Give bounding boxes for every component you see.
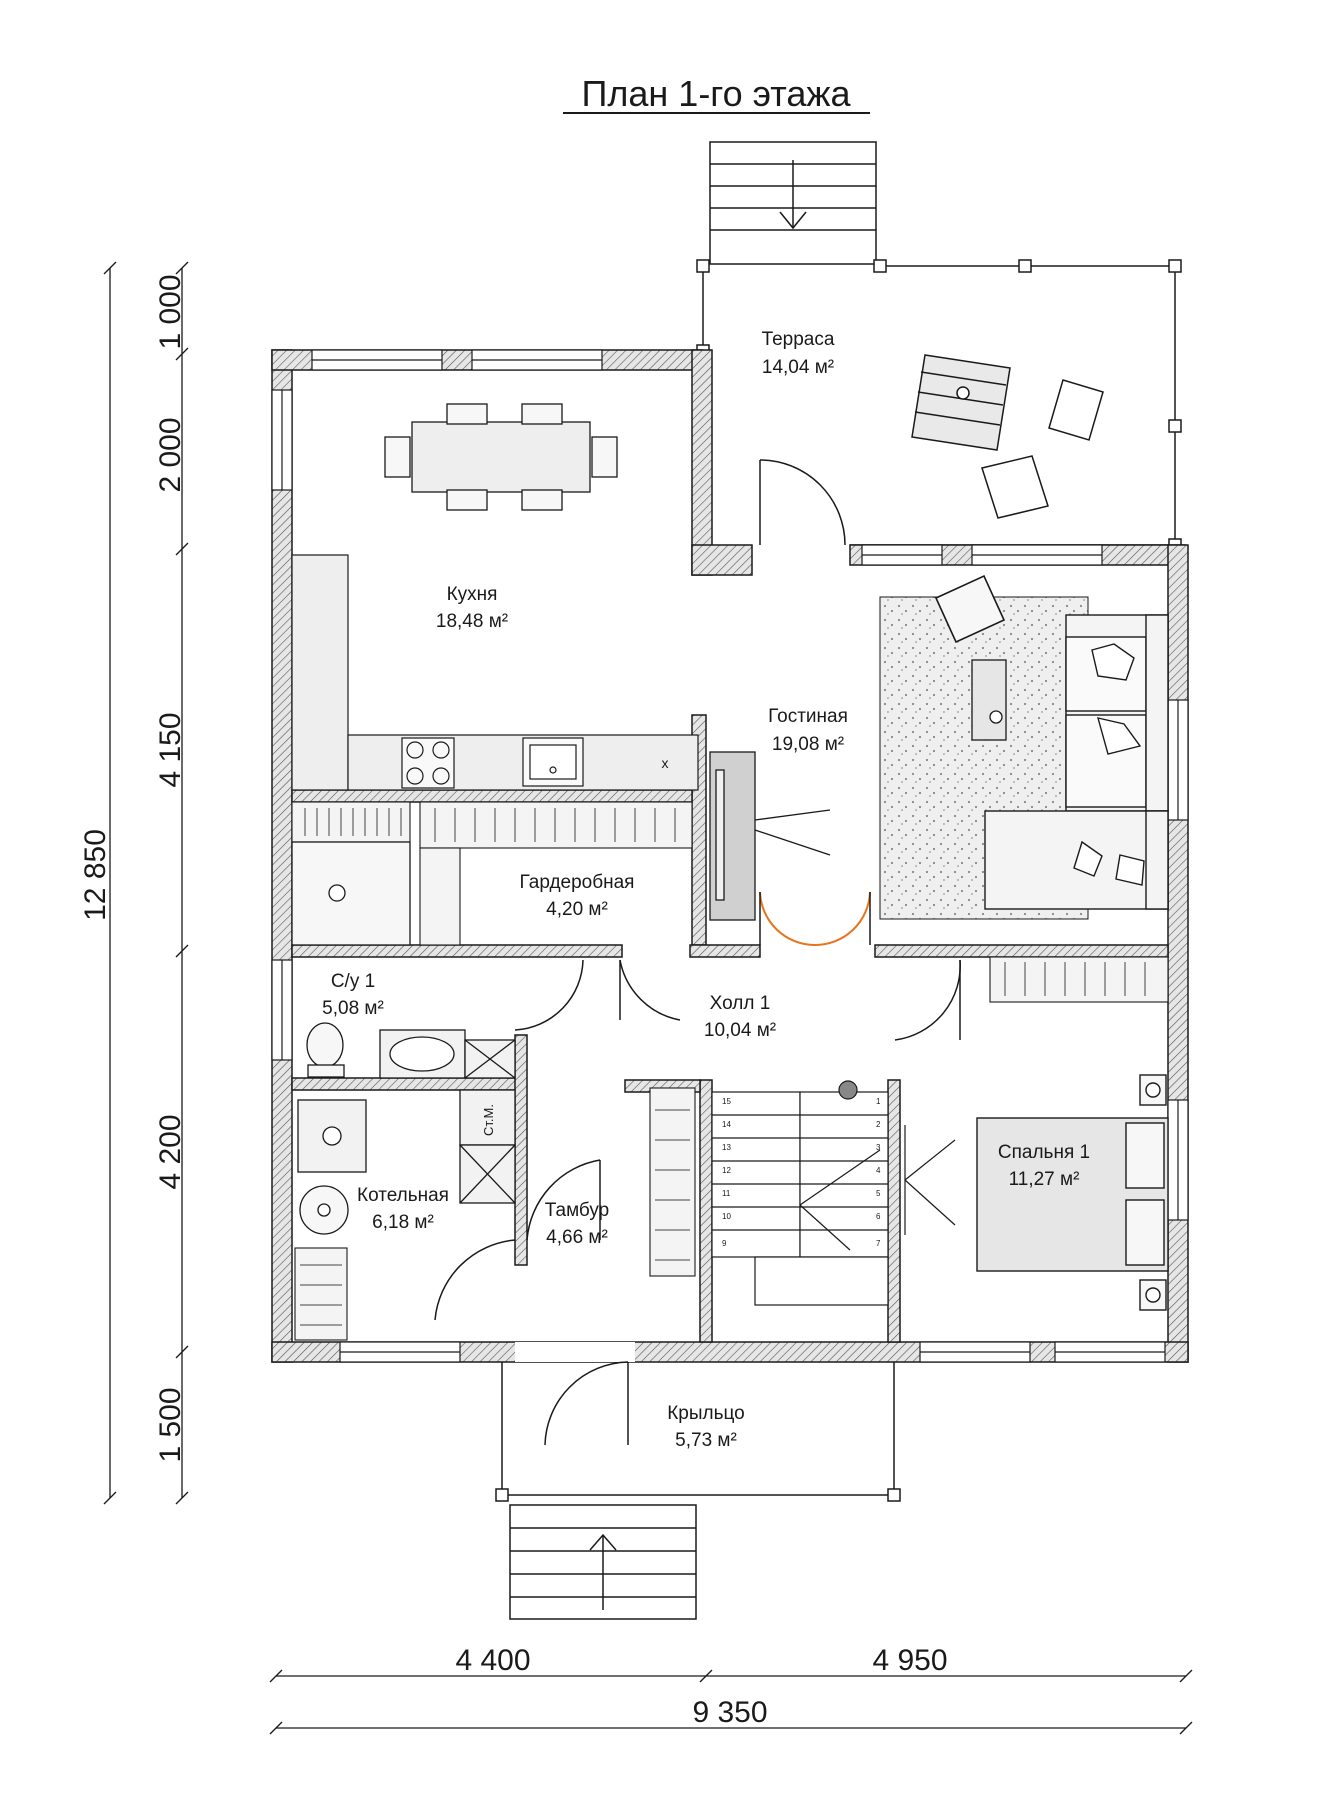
bathroom-fixtures [291, 841, 516, 1079]
room-wc-name: С/у 1 [331, 971, 375, 992]
dim-left-5: 1 500 [154, 1387, 187, 1462]
room-wc-area: 5,08 м² [322, 998, 384, 1019]
hanger-lines [300, 808, 1146, 1326]
room-porch-area: 5,73 м² [675, 1430, 737, 1451]
svg-text:7: 7 [876, 1239, 881, 1248]
svg-text:14: 14 [722, 1120, 731, 1129]
dining-table [384, 403, 618, 511]
room-wardrobe-name: Гардеробная [520, 872, 635, 893]
living-double-door [759, 891, 871, 946]
room-hall-name: Холл 1 [710, 993, 771, 1014]
armchair [934, 574, 1006, 644]
porch-stairs [509, 1504, 697, 1620]
plan-title: План 1-го этажа [582, 73, 852, 114]
wardrobe-closets [291, 801, 1169, 1341]
dim-left-1: 1 000 [154, 274, 187, 349]
room-bedroom-area: 11,27 м² [1009, 1169, 1080, 1190]
room-terrace-name: Терраса [762, 329, 835, 350]
svg-text:x: x [662, 755, 669, 771]
doors [434, 459, 961, 1446]
svg-text:13: 13 [722, 1143, 731, 1152]
dim-left-2: 2 000 [154, 417, 187, 492]
svg-text:3: 3 [876, 1143, 881, 1152]
svg-text:2: 2 [876, 1120, 881, 1129]
svg-text:11: 11 [722, 1189, 731, 1198]
dim-total-height: 12 850 [79, 829, 112, 921]
dim-left-3: 4 150 [154, 712, 187, 787]
bed [976, 1074, 1169, 1311]
dim-total-width: 9 350 [692, 1696, 767, 1729]
room-vestibule-area: 4,66 м² [546, 1227, 608, 1248]
dimension-values: 1 000 2 000 4 150 4 200 1 500 12 850 4 4… [79, 274, 948, 1729]
svg-text:15: 15 [722, 1097, 731, 1106]
terrace-stairs [709, 141, 877, 265]
heater-label: Ст.М. [481, 1104, 496, 1136]
main-staircase [711, 1080, 956, 1306]
porch-frame [495, 1362, 901, 1502]
dim-bottom-2: 4 950 [872, 1644, 947, 1677]
svg-text:10: 10 [722, 1212, 731, 1221]
svg-text:5: 5 [876, 1189, 881, 1198]
room-labels: Терраса 14,04 м² Кухня 18,48 м² Гостиная… [322, 329, 1090, 1451]
room-vestibule-name: Тамбур [545, 1200, 610, 1221]
sofa [984, 614, 1169, 910]
svg-text:1: 1 [876, 1097, 881, 1106]
kitchen-counter: x [291, 554, 699, 791]
svg-text:6: 6 [876, 1212, 881, 1221]
room-porch-name: Крыльцо [667, 1403, 745, 1424]
coffee-table [971, 659, 1007, 741]
svg-text:12: 12 [722, 1166, 731, 1175]
terrace-furniture [911, 354, 1104, 519]
svg-text:4: 4 [876, 1166, 881, 1175]
dimension-lines [103, 261, 1193, 1735]
dim-left-4: 4 200 [154, 1114, 187, 1189]
room-living-area: 19,08 м² [772, 734, 844, 755]
room-kitchen-area: 18,48 м² [436, 611, 508, 632]
room-boiler-name: Котельная [357, 1185, 449, 1206]
room-bedroom-name: Спальня 1 [998, 1142, 1090, 1163]
boiler-equipment [297, 1089, 516, 1235]
svg-text:9: 9 [722, 1239, 727, 1248]
room-wardrobe-area: 4,20 м² [546, 899, 608, 920]
stair-numbers: 15 14 13 12 11 10 9 1 2 3 4 5 6 7 [722, 1097, 881, 1248]
room-hall-area: 10,04 м² [704, 1020, 776, 1041]
windows [271, 349, 1189, 1363]
room-terrace-area: 14,04 м² [762, 357, 834, 378]
room-living-name: Гостиная [768, 706, 848, 727]
room-kitchen-name: Кухня [447, 584, 498, 605]
fireplace [709, 751, 831, 921]
dim-bottom-1: 4 400 [455, 1644, 530, 1677]
room-boiler-area: 6,18 м² [372, 1212, 434, 1233]
